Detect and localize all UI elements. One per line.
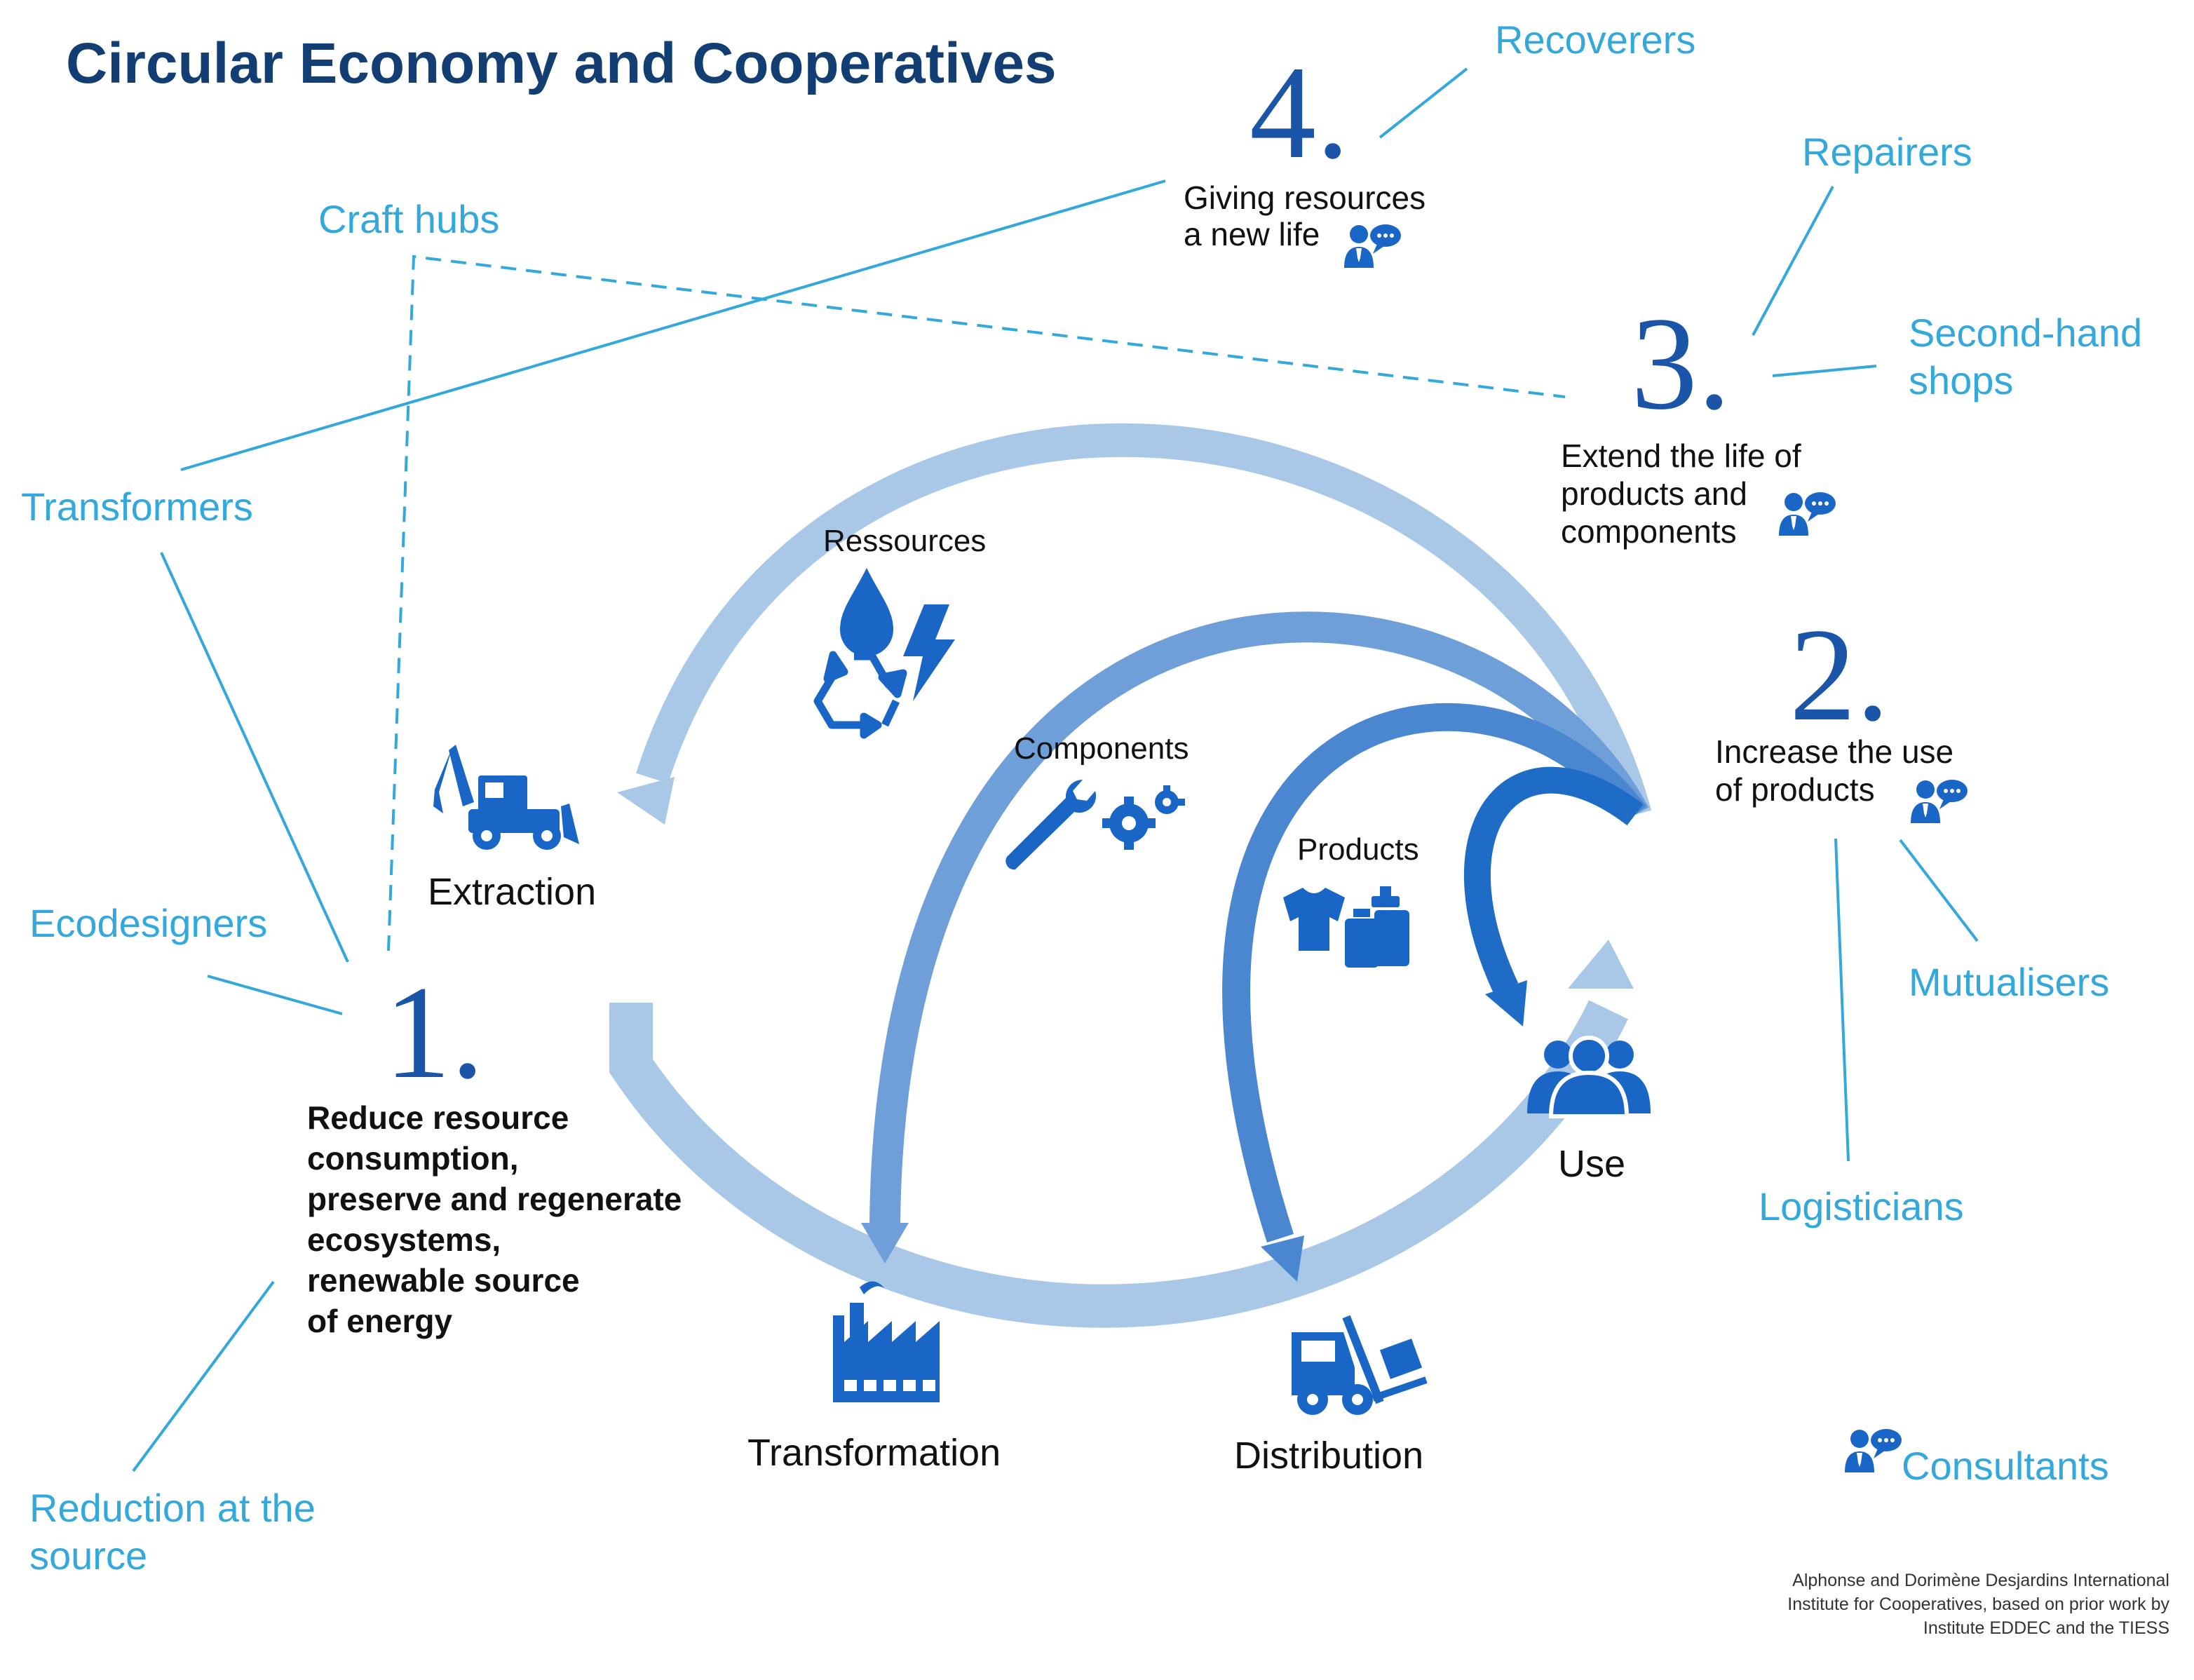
forklift-icon xyxy=(1292,1315,1428,1415)
actor-connector-lines xyxy=(132,67,1979,1472)
strategy-4-number: 4. xyxy=(1250,39,1350,187)
factory-icon xyxy=(833,1281,940,1402)
reuse-arrow xyxy=(1463,766,1644,995)
main-lifecycle-arrow xyxy=(609,1000,1628,1328)
actor-repairers: Repairers xyxy=(1802,130,1972,174)
stage-use: Use xyxy=(1558,1143,1625,1185)
consultant-icon-legend xyxy=(1845,1429,1902,1472)
credit-line-1: Alphonse and Dorimène Desjardins Interna… xyxy=(1792,1571,2169,1590)
strategy-2-line-1: Increase the use xyxy=(1715,733,1953,770)
consultant-icon-step-4 xyxy=(1344,224,1401,268)
label-ressources: Ressources xyxy=(823,524,986,558)
recoverers-connector xyxy=(1379,67,1468,139)
craft-hubs-dashed-connector xyxy=(387,255,1566,951)
stage-extraction: Extraction xyxy=(428,871,596,913)
strategy-4-line-2: a new life xyxy=(1184,216,1320,252)
strategy-1-line-1: Reduce resource xyxy=(307,1099,569,1136)
actor-mutualisers: Mutualisers xyxy=(1909,960,2109,1004)
strategy-1-line-4: ecosystems, xyxy=(307,1221,501,1258)
shirt-icon xyxy=(1283,888,1345,951)
actor-consultants: Consultants xyxy=(1902,1444,2109,1488)
transformers-to-step4-connector xyxy=(180,179,1166,471)
products-return-arrow xyxy=(1222,703,1646,1243)
reduction-connector xyxy=(132,1280,275,1472)
actor-craft-hubs: Craft hubs xyxy=(318,197,499,241)
actor-second-hand-line-1: Second-hand xyxy=(1909,311,2142,355)
excavator-icon xyxy=(433,745,579,850)
recovery-arrow xyxy=(636,423,1652,820)
bottles-icon xyxy=(1345,886,1409,968)
credit-line-2: Institute for Cooperatives, based on pri… xyxy=(1787,1594,2169,1614)
actor-reduction-line-2: source xyxy=(29,1533,147,1578)
components-return-arrow xyxy=(869,611,1649,1226)
gears-icon xyxy=(1102,785,1185,850)
actor-transformers: Transformers xyxy=(21,485,253,529)
label-components: Components xyxy=(1014,731,1189,766)
actor-second-hand-line-2: shops xyxy=(1909,358,2013,402)
strategy-1-number: 1. xyxy=(384,959,485,1106)
transformers-to-step1-connector xyxy=(160,552,349,963)
strategy-4-line-1: Giving resources xyxy=(1184,179,1426,216)
strategy-2-number: 2. xyxy=(1789,602,1890,749)
strategy-3-line-3: components xyxy=(1561,513,1737,550)
label-products: Products xyxy=(1297,832,1419,867)
lightning-bolt-icon xyxy=(903,604,955,701)
consultant-icon-step-2 xyxy=(1911,780,1968,823)
actor-reduction-line-1: Reduction at the xyxy=(29,1486,316,1530)
strategy-3-line-2: products and xyxy=(1561,475,1747,512)
actor-recoverers: Recoverers xyxy=(1495,18,1695,62)
credit-line-3: Institute EDDEC and the TIESS xyxy=(1923,1618,2169,1638)
logisticians-connector xyxy=(1834,838,1850,1162)
consultant-icon-step-3 xyxy=(1779,492,1836,536)
strategy-1-line-3: preserve and regenerate xyxy=(307,1181,682,1217)
second-hand-connector xyxy=(1772,365,1877,377)
components-return-arrowhead xyxy=(861,1223,909,1264)
products-return-arrowhead xyxy=(1261,1235,1304,1282)
stage-transformation: Transformation xyxy=(747,1432,1001,1474)
group-of-people-icon xyxy=(1527,1036,1651,1118)
strategy-1-line-2: consumption, xyxy=(307,1140,519,1177)
strategy-3-number: 3. xyxy=(1631,290,1731,438)
repairers-connector xyxy=(1752,186,1834,336)
wrench-icon xyxy=(1005,779,1097,870)
ecodesigners-connector xyxy=(207,975,343,1015)
actor-ecodesigners: Ecodesigners xyxy=(29,901,267,945)
recycle-icon xyxy=(813,651,907,739)
mutualisers-connector xyxy=(1899,839,1979,942)
recovery-arrowhead xyxy=(617,777,675,825)
strategy-1-line-6: of energy xyxy=(307,1303,452,1339)
flow-arrows xyxy=(609,423,1652,1328)
strategy-3-line-1: Extend the life of xyxy=(1561,438,1801,474)
main-lifecycle-arrowhead xyxy=(1568,940,1634,989)
actor-logisticians: Logisticians xyxy=(1759,1184,1964,1228)
strategy-1-line-5: renewable source xyxy=(307,1262,580,1299)
diagram-title: Circular Economy and Cooperatives xyxy=(66,32,1057,95)
water-drop-icon xyxy=(840,568,893,656)
reuse-arrowhead xyxy=(1485,980,1527,1027)
stage-distribution: Distribution xyxy=(1234,1435,1423,1477)
strategy-2-line-2: of products xyxy=(1715,771,1875,808)
